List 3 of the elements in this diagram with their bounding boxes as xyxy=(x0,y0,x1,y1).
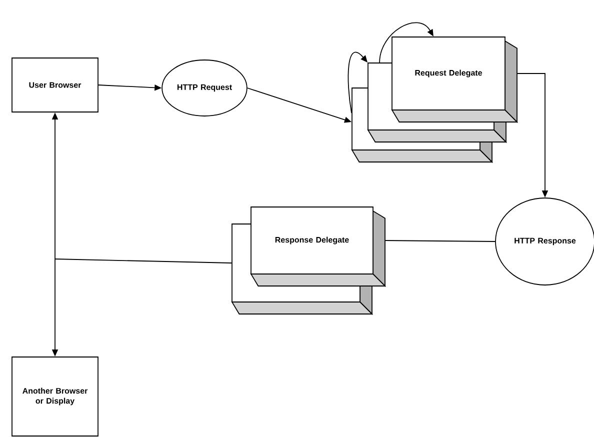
browser-box: Another Browser or Display xyxy=(12,356,98,436)
arrow xyxy=(379,22,434,63)
browser-box: User Browser xyxy=(12,58,98,112)
